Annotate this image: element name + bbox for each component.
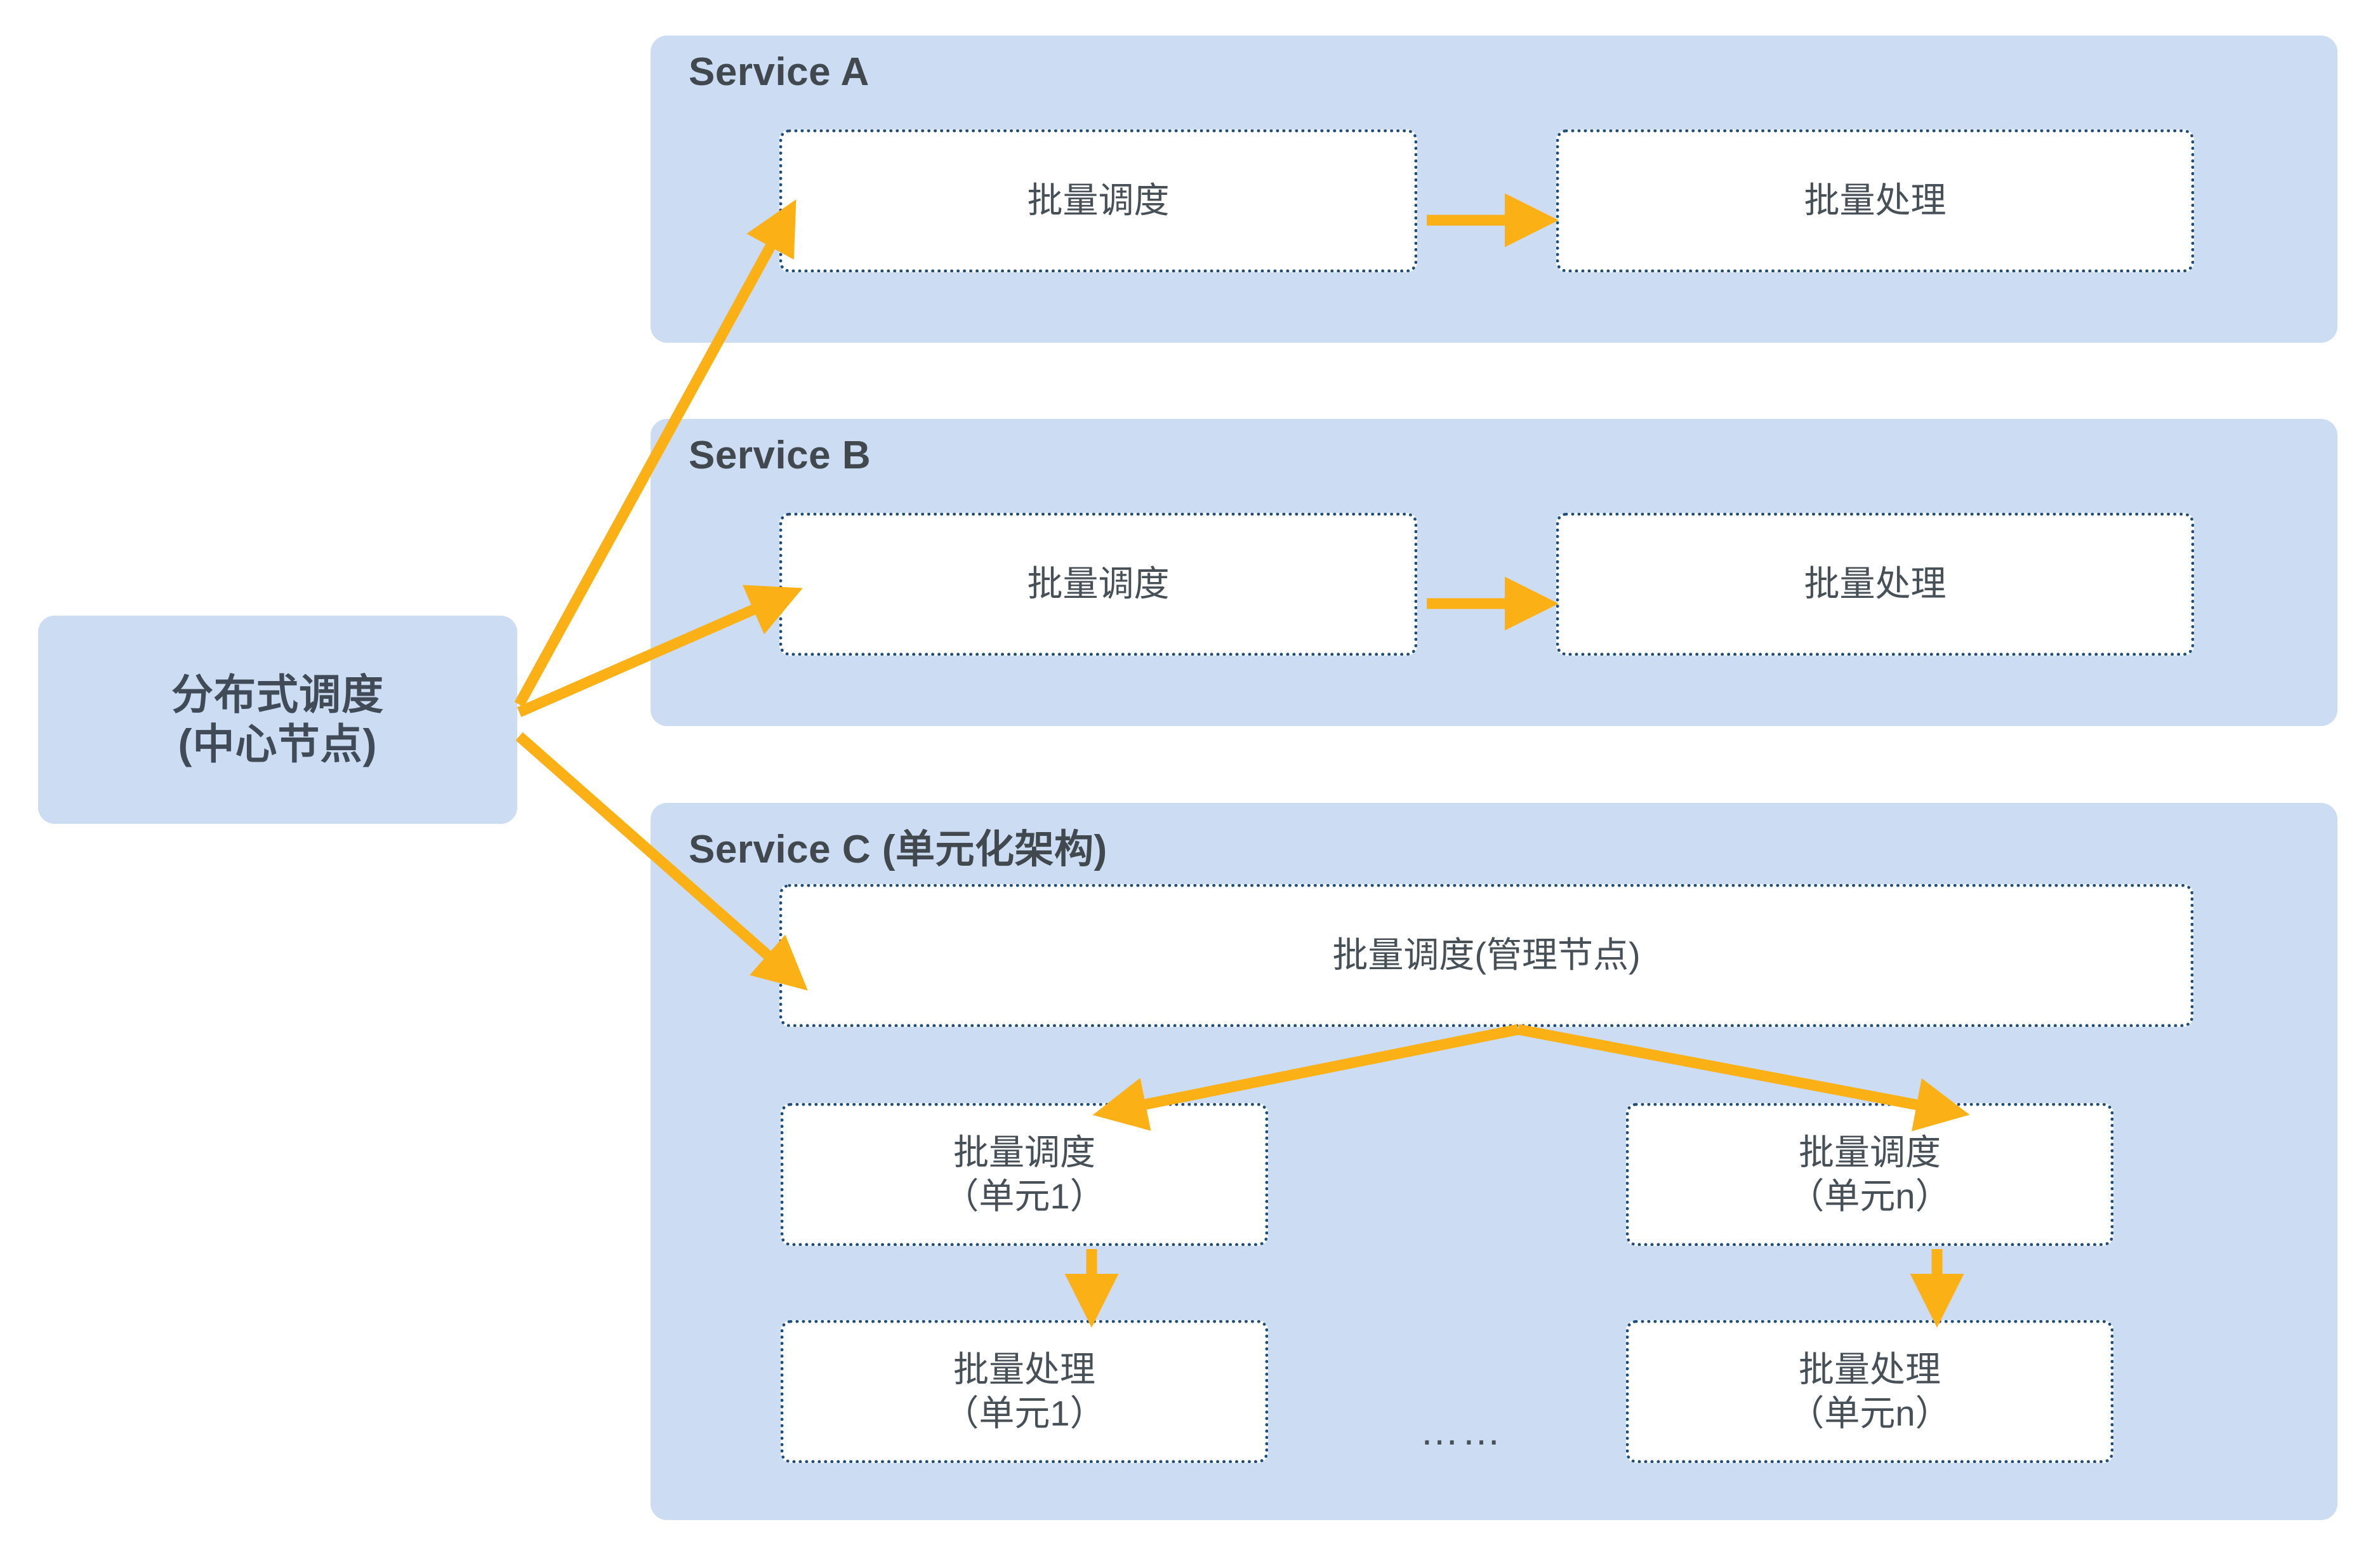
service-a-scheduler-label: 批量调度 [1027, 180, 1170, 221]
service-c-unit1-processor-line1: 批量处理 [953, 1349, 1095, 1390]
service-a-processor-box[interactable]: 批量处理 [1556, 129, 2194, 272]
center-node-line1: 分布式调度 [171, 671, 384, 718]
center-node[interactable]: 分布式调度 (中心节点) [38, 616, 517, 824]
service-b-panel[interactable]: Service B 批量调度 批量处理 [651, 419, 2337, 726]
service-c-unitn-scheduler-line1: 批量调度 [1799, 1132, 1941, 1173]
service-c-unit1-scheduler-box[interactable]: 批量调度 （单元1） [781, 1103, 1268, 1246]
service-c-unitn-processor-box[interactable]: 批量处理 （单元n） [1626, 1320, 2113, 1463]
service-a-scheduler-box[interactable]: 批量调度 [779, 129, 1417, 272]
service-c-unitn-processor-line2: （单元n） [1788, 1393, 1951, 1433]
service-a-title: Service A [689, 50, 869, 94]
service-a-panel[interactable]: Service A 批量调度 批量处理 [651, 36, 2337, 343]
service-c-units-ellipsis: …… [1420, 1410, 1504, 1453]
service-a-processor-label: 批量处理 [1804, 180, 1947, 221]
service-c-unitn-processor-line1: 批量处理 [1799, 1349, 1941, 1390]
service-c-unitn-scheduler-box[interactable]: 批量调度 （单元n） [1626, 1103, 2113, 1246]
service-c-unit1-processor-line2: （单元1） [943, 1393, 1106, 1433]
service-c-panel[interactable]: Service C (单元化架构) 批量调度(管理节点) 批量调度 （单元1） … [651, 803, 2337, 1520]
service-c-unit1-processor-box[interactable]: 批量处理 （单元1） [781, 1320, 1268, 1463]
service-c-unit1-scheduler-line2: （单元1） [943, 1175, 1106, 1216]
service-b-processor-label: 批量处理 [1804, 564, 1947, 604]
service-b-scheduler-label: 批量调度 [1027, 564, 1170, 604]
service-c-title: Service C (单元化架构) [689, 828, 1107, 871]
service-b-processor-box[interactable]: 批量处理 [1556, 513, 2194, 656]
service-c-manager-box[interactable]: 批量调度(管理节点) [779, 884, 2193, 1027]
service-b-title: Service B [689, 433, 871, 477]
service-c-unitn-scheduler-line2: （单元n） [1788, 1175, 1951, 1216]
service-c-unit1-scheduler-line1: 批量调度 [953, 1132, 1095, 1173]
center-node-line2: (中心节点) [178, 720, 378, 767]
service-c-manager-label: 批量调度(管理节点) [1332, 935, 1641, 976]
service-b-scheduler-box[interactable]: 批量调度 [779, 513, 1417, 656]
